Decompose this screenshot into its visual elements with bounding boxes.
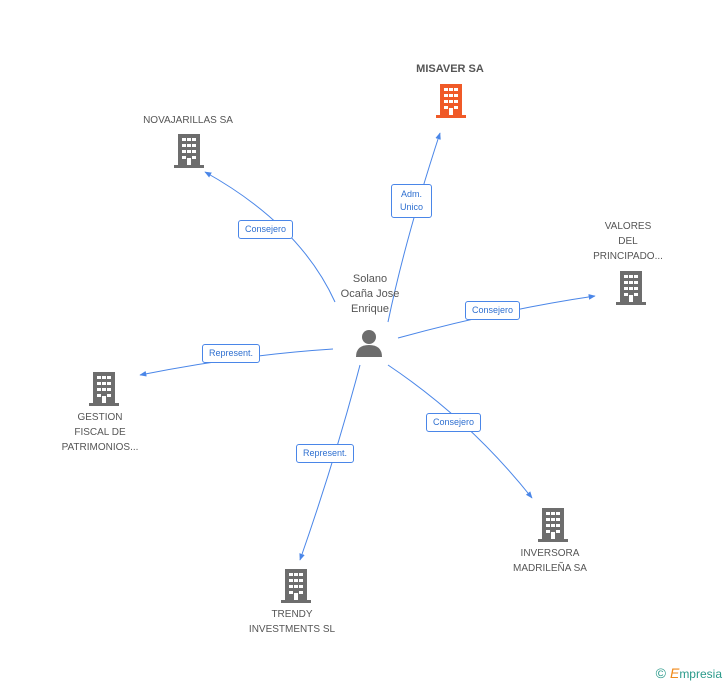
edge-label-line: Consejero (245, 224, 287, 234)
company-label-inversora[interactable]: INVERSORA MADRILEÑA SA (490, 546, 610, 576)
person-name-line: Ocaña Jose (340, 288, 400, 300)
brand-logo-text: mpresia (679, 667, 722, 681)
edge-label-represent-gestion: Represent. (202, 344, 261, 363)
edge-label-consejero-nova: Consejero (238, 220, 294, 239)
edge-label-consejero-inversora: Consejero (426, 413, 482, 432)
company-label-misaver[interactable]: MISAVER SA (390, 62, 510, 77)
edge-label-line: Consejero (472, 305, 514, 315)
building-icon-gestion[interactable] (88, 372, 120, 406)
company-name-line: MISAVER SA (416, 63, 484, 75)
company-name-line: INVESTMENTS SL (248, 624, 336, 635)
edge-label-adm-unico: Adm. Unico (391, 184, 433, 218)
edge-label-line: Consejero (433, 417, 475, 427)
edge-label-line: Unico (400, 202, 424, 212)
edge-line-adm (387, 132, 441, 323)
company-name-line: PATRIMONIOS... (61, 442, 139, 453)
building-icon-misaver[interactable] (435, 84, 467, 118)
building-icon-valores[interactable] (615, 271, 647, 305)
edge-label-represent-trendy: Represent. (296, 444, 355, 463)
company-label-novajarillas[interactable]: NOVAJARILLAS SA (118, 113, 258, 128)
company-name-line: NOVAJARILLAS SA (143, 115, 233, 126)
edge-label-line: Represent. (303, 448, 348, 458)
company-name-line: MADRILEÑA SA (513, 563, 587, 574)
building-icon-novajarillas[interactable] (173, 134, 205, 168)
building-icon-trendy[interactable] (280, 569, 312, 603)
edge-label-consejero-valores: Consejero (465, 301, 521, 320)
company-name-line: PRINCIPADO... (593, 251, 663, 262)
company-label-valores[interactable]: VALORES DEL PRINCIPADO... (578, 219, 678, 264)
company-name-line: INVERSORA (520, 548, 580, 559)
person-icon[interactable] (354, 328, 384, 358)
company-name-line: FISCAL DE (74, 427, 126, 438)
edge-label-line: Adm. (401, 189, 423, 199)
company-name-line: GESTION (77, 412, 123, 423)
company-name-line: TRENDY (271, 609, 313, 620)
person-label[interactable]: Solano Ocaña Jose Enrique (315, 272, 425, 317)
building-icon-inversora[interactable] (537, 508, 569, 542)
company-label-trendy[interactable]: TRENDY INVESTMENTS SL (232, 607, 352, 637)
company-label-gestion[interactable]: GESTION FISCAL DE PATRIMONIOS... (40, 410, 160, 455)
company-name-line: VALORES (604, 221, 652, 232)
copyright-icon: © (655, 665, 666, 681)
person-name-line: Solano (352, 273, 388, 285)
person-name-line: Enrique (351, 303, 389, 315)
brand-logo-initial: E (669, 665, 680, 681)
company-name-line: DEL (618, 236, 638, 247)
brand-footer[interactable]: ©Empresia (656, 665, 722, 681)
edge-label-line: Represent. (209, 348, 254, 358)
